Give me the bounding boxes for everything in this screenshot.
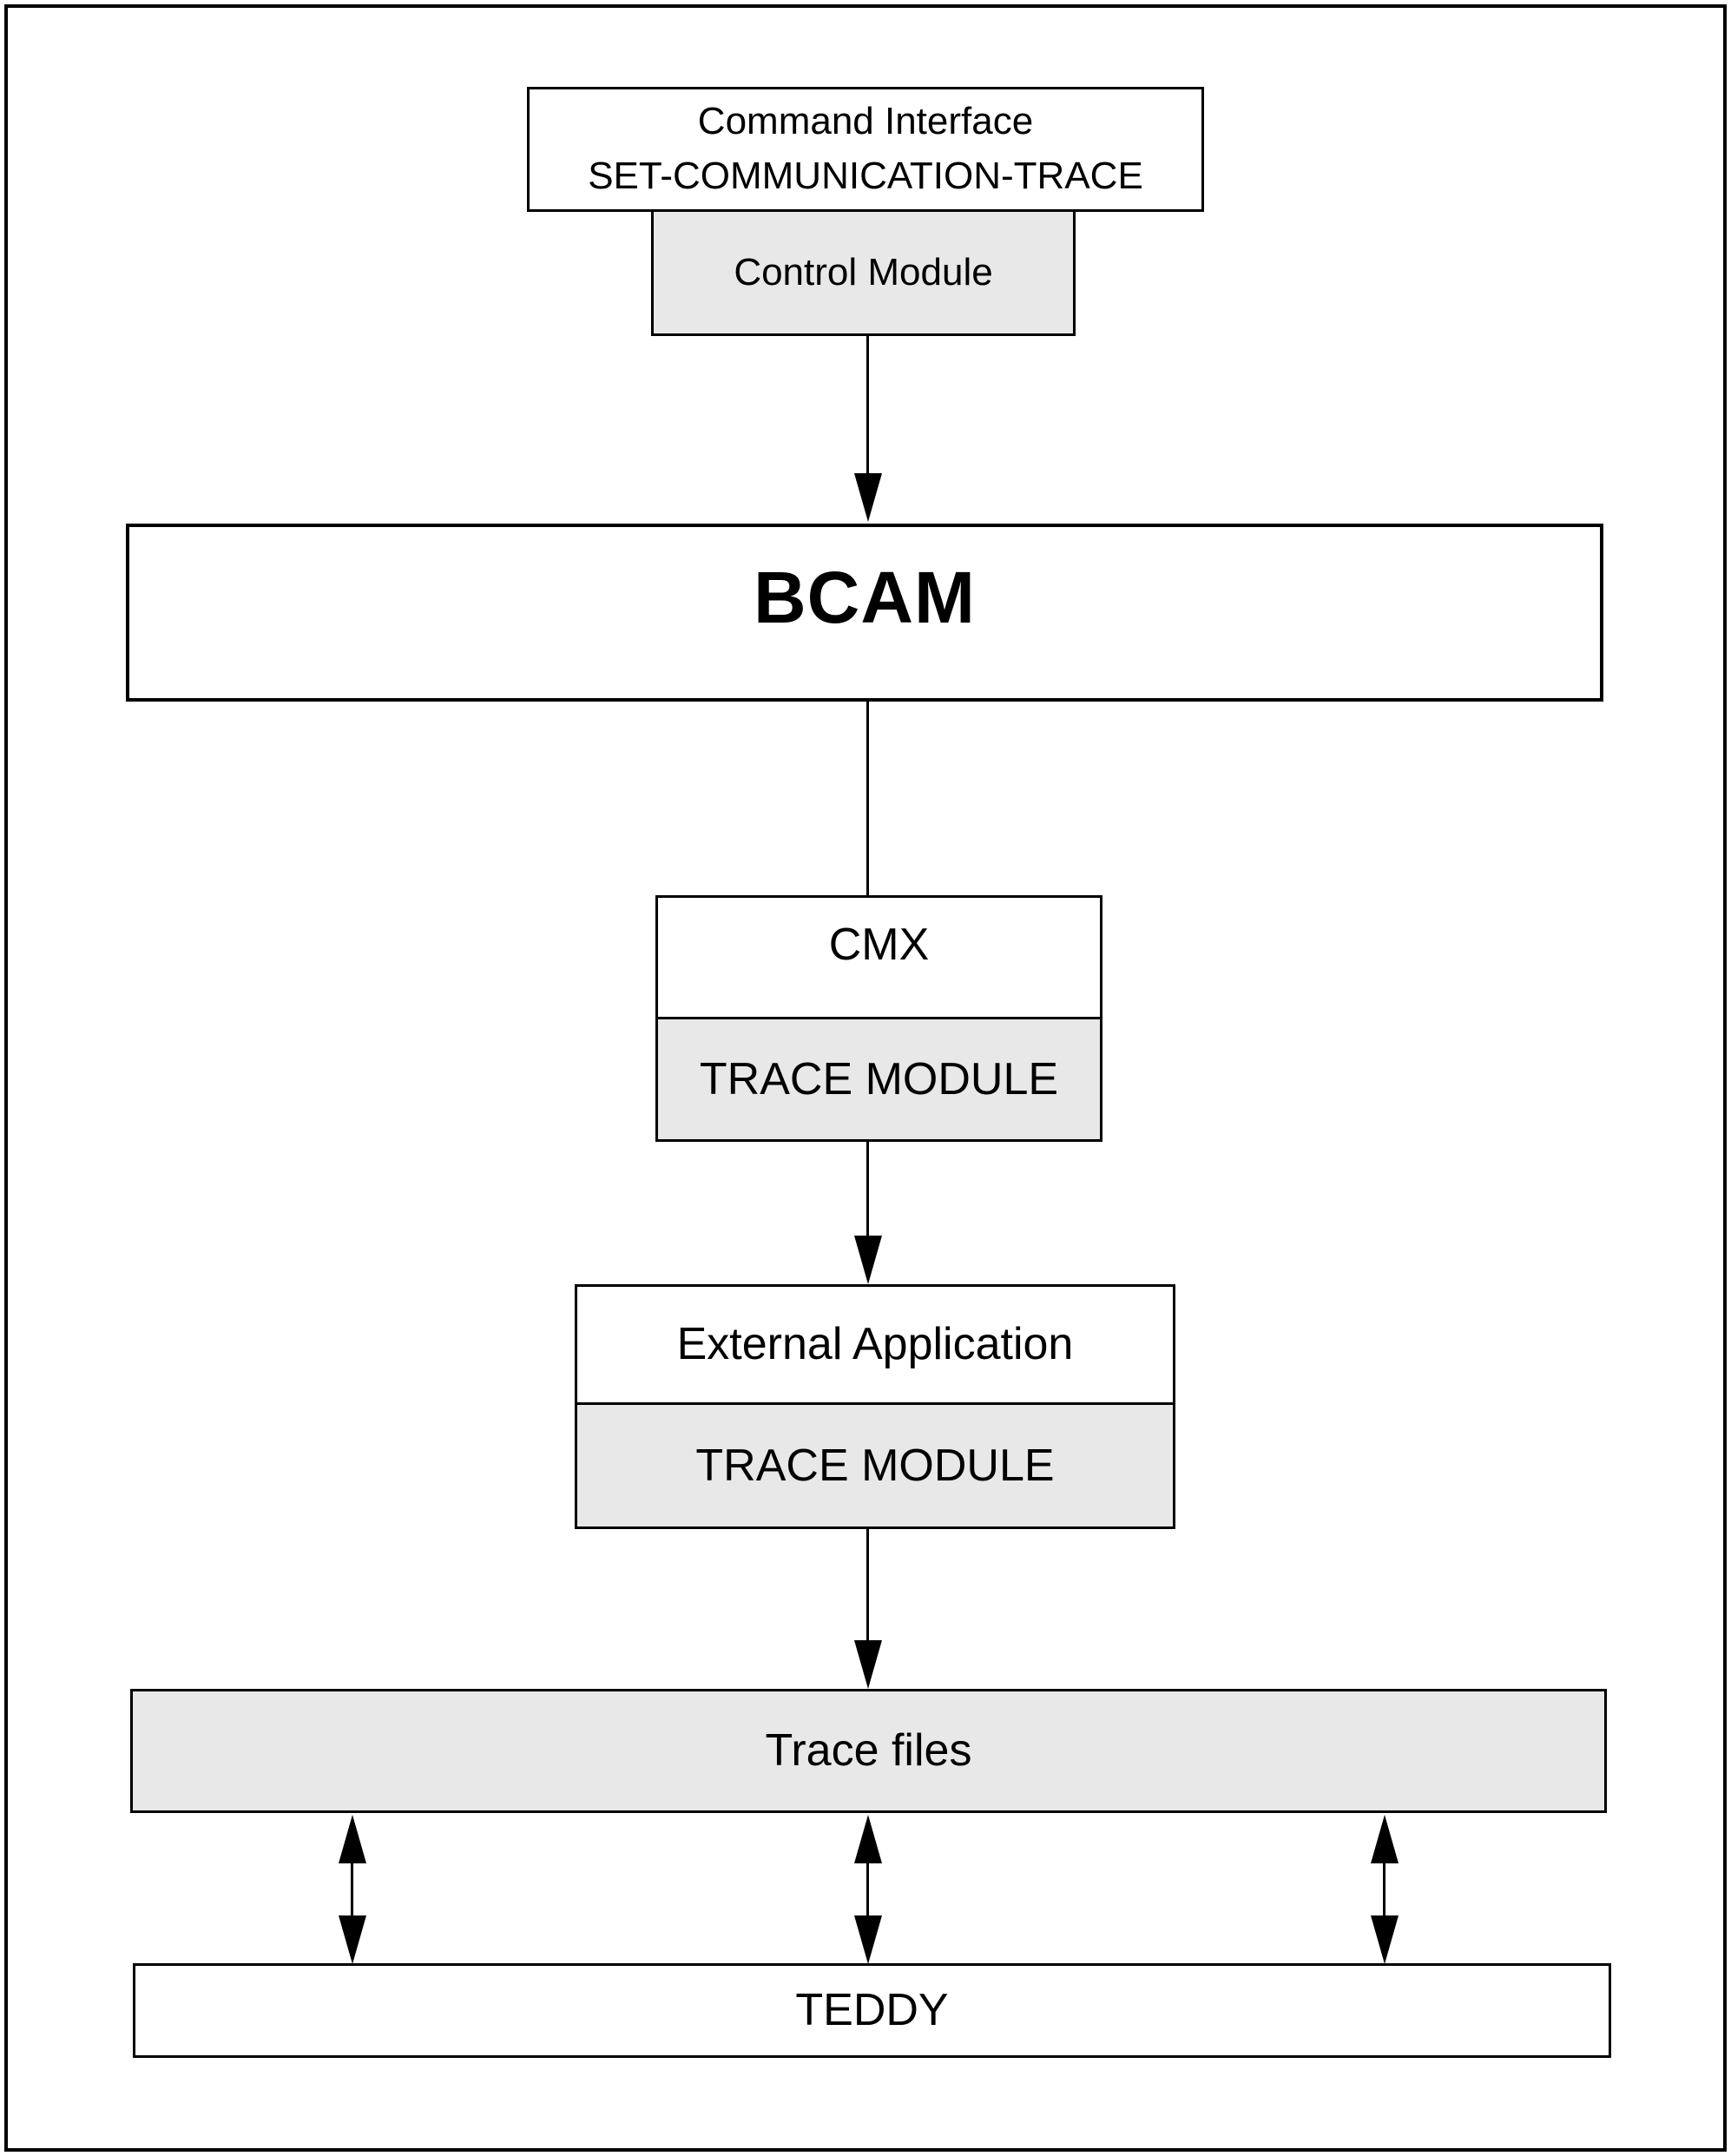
command-interface-title: Command Interface (697, 99, 1034, 142)
teddy-label: TEDDY (795, 1985, 949, 2036)
control-module-label: Control Module (734, 250, 993, 293)
arrow-shaft (866, 1529, 869, 1642)
external-trace-module-section: TRACE MODULE (575, 1405, 1175, 1529)
arrowhead-up-icon (1371, 1815, 1399, 1863)
arrowhead-down-icon (854, 1915, 882, 1964)
external-application-box: External Application (575, 1284, 1175, 1405)
trace-files-box: Trace files (130, 1689, 1607, 1813)
cmx-trace-module-section: TRACE MODULE (655, 1019, 1102, 1142)
arrow-shaft (866, 1863, 869, 1915)
arrowhead-down-icon (339, 1915, 366, 1964)
teddy-box: TEDDY (133, 1963, 1611, 2058)
bcam-label: BCAM (754, 557, 976, 638)
cmx-box: CMX (655, 895, 1102, 1019)
arrowhead-up-icon (339, 1815, 366, 1863)
external-trace-module-label: TRACE MODULE (695, 1440, 1055, 1491)
arrowhead-down-icon (1371, 1915, 1399, 1964)
arrowhead-down-icon (854, 1236, 882, 1284)
control-module-box: Control Module (651, 212, 1076, 336)
set-communication-trace-command: SET-COMMUNICATION-TRACE (588, 155, 1143, 198)
trace-files-label: Trace files (765, 1725, 972, 1777)
arrowhead-down-icon (854, 473, 882, 522)
arrow-shaft (866, 1142, 869, 1237)
arrowhead-up-icon (854, 1815, 882, 1863)
command-interface-box: Command Interface SET-COMMUNICATION-TRAC… (527, 87, 1204, 212)
cmx-trace-module-label: TRACE MODULE (699, 1053, 1059, 1104)
arrow-shaft (1383, 1863, 1385, 1915)
arrow-shaft (351, 1863, 353, 1915)
connector-bcam-to-cmx (866, 702, 869, 895)
arrow-shaft (866, 336, 869, 475)
bcam-box: BCAM (126, 524, 1603, 702)
external-application-label: External Application (676, 1319, 1074, 1370)
diagram-frame (4, 4, 1727, 2152)
cmx-label: CMX (828, 920, 930, 971)
arrowhead-down-icon (854, 1640, 882, 1689)
